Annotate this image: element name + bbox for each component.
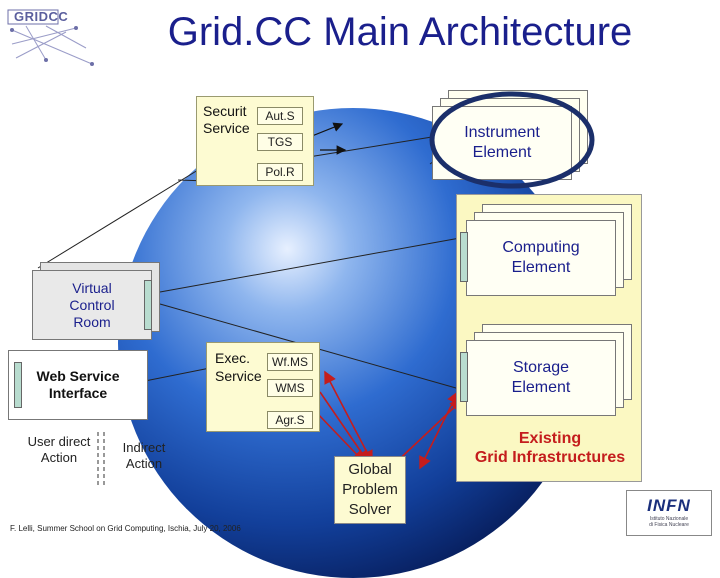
storage-element[interactable]: Storage Element: [466, 340, 616, 416]
computing-side-handle: [460, 232, 468, 282]
gps-line1: Global: [348, 461, 392, 478]
computing-line1: Computing: [502, 239, 580, 256]
computing-line2: Element: [511, 259, 571, 276]
storage-line1: Storage: [512, 359, 570, 376]
wsi-side-handle: [14, 362, 22, 408]
virtual-control-room[interactable]: Virtual Control Room: [32, 270, 152, 340]
instrument-line2: Element: [472, 144, 532, 161]
computing-element[interactable]: Computing Element: [466, 220, 616, 296]
existing-grid-label: Existing Grid Infrastructures: [452, 429, 648, 467]
web-service-interface[interactable]: Web Service Interface: [8, 350, 148, 420]
vcr-line1: Virtual: [72, 279, 112, 296]
exec-label-line2: Service: [215, 368, 262, 384]
security-label-line2: Service: [203, 120, 250, 136]
logo-grid-icon: [7, 9, 94, 66]
vcr-line3: Room: [73, 313, 111, 330]
infn-logo-text: INFN: [647, 496, 691, 515]
exec-services-label: Exec. Service: [215, 349, 262, 385]
instrument-ring: [429, 91, 595, 189]
exec-services-panel[interactable]: Exec. Service Wf.MS WMS Agr.S: [206, 342, 320, 432]
gridcc-logo: [6, 8, 98, 66]
instrument-line1: Instrument: [464, 124, 540, 141]
wms-box[interactable]: WMS: [267, 379, 313, 397]
indirect-line2: Action: [125, 456, 163, 471]
auts-box[interactable]: Aut.S: [257, 107, 303, 125]
arrow-wfms-gps: [324, 370, 373, 464]
vcr-side-handle: [144, 280, 152, 330]
storage-side-handle: [460, 352, 468, 402]
logo-text: GRIDCC: [14, 9, 69, 24]
user-direct-action-label: User direct Action: [16, 434, 102, 466]
security-services-panel[interactable]: Securit Service Aut.S TGS Pol.R: [196, 96, 314, 186]
indirect-action-label: Indirect Action: [112, 440, 176, 472]
line-security-instrument: [289, 135, 439, 161]
page-title: Grid.CC Main Architecture: [167, 10, 633, 54]
footer-citation: F. Lelli, Summer School on Grid Computin…: [10, 524, 241, 533]
line-wsi-exec: [139, 367, 211, 383]
infn-sub-line2: di Fisica Nucleare: [649, 522, 689, 528]
security-label-line1: Securit: [203, 103, 247, 119]
user-direct-line2: Action: [40, 450, 78, 465]
wsi-line2: Interface: [48, 385, 108, 401]
polr-box[interactable]: Pol.R: [257, 163, 303, 181]
agrs-box[interactable]: Agr.S: [267, 411, 313, 429]
gps-line2: Problem: [342, 481, 398, 498]
instrument-element[interactable]: Instrument Element: [432, 106, 572, 180]
security-services-label: Securit Service: [203, 103, 250, 137]
wsi-line1: Web Service: [36, 368, 120, 384]
line-vcr-security: [37, 169, 199, 269]
wfms-box[interactable]: Wf.MS: [267, 353, 313, 371]
global-problem-solver[interactable]: Global Problem Solver: [334, 456, 406, 524]
arrow-agrs-gps: [315, 411, 366, 464]
user-direct-line1: User direct: [27, 434, 91, 449]
arrow-auts: [311, 122, 344, 137]
vcr-line2: Control: [69, 296, 115, 313]
tgs-box[interactable]: TGS: [257, 133, 303, 151]
indirect-line1: Indirect: [122, 440, 166, 455]
exec-label-line1: Exec.: [215, 350, 251, 366]
gps-line3: Solver: [348, 501, 392, 518]
infn-logo: INFN Istituto Nazionale di Fisica Nuclea…: [626, 490, 712, 536]
arrow-wms-gps: [319, 391, 369, 464]
line-vcr-computing: [159, 237, 461, 293]
storage-line2: Element: [511, 379, 571, 396]
infn-sub-line1: Istituto Nazionale: [649, 516, 689, 522]
existing-line2: Grid Infrastructures: [474, 449, 626, 466]
existing-line1: Existing: [518, 430, 582, 447]
